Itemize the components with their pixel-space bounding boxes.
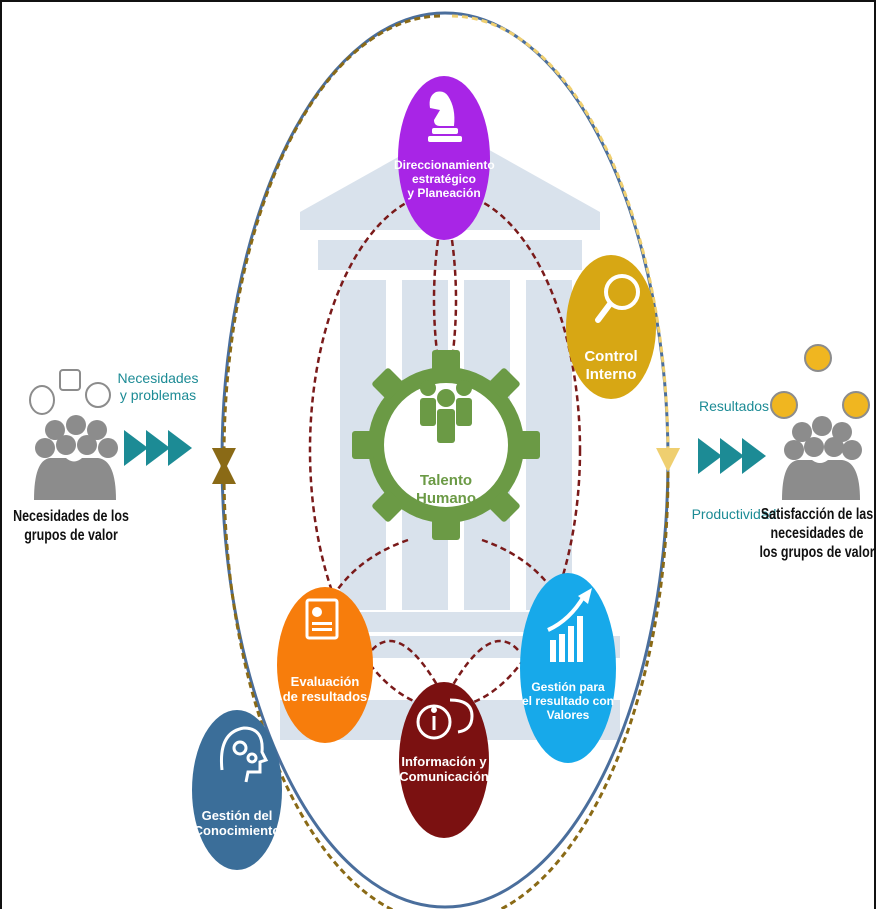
right-flow-arrows bbox=[698, 438, 766, 474]
talento-humano-gear bbox=[352, 350, 540, 540]
left-flow-label: Necesidades y problemas bbox=[117, 370, 199, 403]
label-direccionamiento: Direccionamiento estratégico y Planeació… bbox=[394, 158, 495, 201]
cycle-arrow-bottom-gold bbox=[212, 460, 670, 909]
speech-bubbles-info-icon bbox=[416, 698, 474, 740]
label-informacion: Información y Comunicación bbox=[399, 754, 489, 785]
node-informacion bbox=[399, 682, 489, 838]
smiley-icons bbox=[770, 344, 870, 419]
cycle-arrow-right-light bbox=[451, 14, 681, 472]
growth-chart-icon bbox=[547, 588, 592, 662]
node-evaluacion bbox=[277, 587, 373, 743]
left-group-label: Necesidades de los grupos de valor bbox=[13, 508, 129, 544]
team-icon bbox=[420, 380, 472, 443]
label-gestion-resultado: Gestión para el resultado con Valores bbox=[521, 680, 615, 723]
cycle-arrow-left-gold bbox=[211, 14, 441, 472]
left-people-group bbox=[29, 369, 118, 500]
label-evaluacion: Evaluación de resultados bbox=[282, 674, 368, 705]
node-control-interno bbox=[566, 255, 656, 399]
inner-dashed-ring bbox=[308, 190, 582, 710]
node-direccionamiento bbox=[398, 76, 490, 240]
magnifier-icon bbox=[604, 274, 640, 310]
speech-bubble-icons bbox=[29, 369, 111, 415]
right-group-label: Satisfacción de las necesidades de los g… bbox=[759, 506, 875, 561]
connector-lines bbox=[323, 239, 567, 691]
right-flow-bottom-label: Productividad bbox=[691, 506, 777, 522]
right-flow-top-label: Resultados bbox=[698, 398, 770, 414]
knight-chess-icon bbox=[428, 91, 462, 142]
node-gestion-conocimiento bbox=[192, 710, 282, 870]
left-flow-arrows bbox=[124, 430, 192, 466]
label-control-interno: Control Interno bbox=[584, 348, 638, 383]
report-document-icon bbox=[305, 598, 339, 640]
label-gestion-conocimiento: Gestión del Conocimiento bbox=[193, 808, 281, 839]
head-gears-icon bbox=[219, 726, 269, 783]
label-talento-humano: Talento Humano bbox=[416, 472, 476, 507]
node-gestion-resultado bbox=[520, 573, 616, 763]
right-people-group bbox=[770, 344, 870, 500]
